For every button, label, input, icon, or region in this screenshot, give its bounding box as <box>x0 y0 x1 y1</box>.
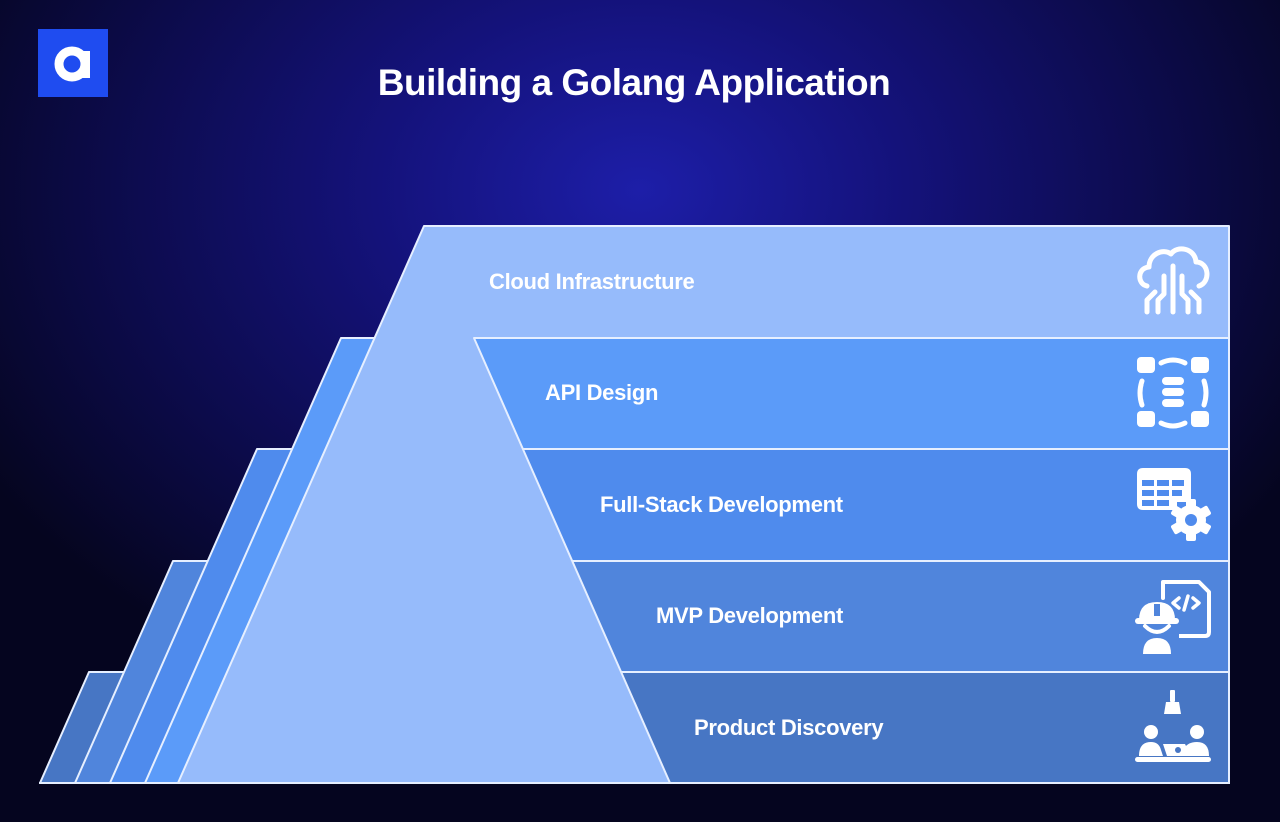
engineer-code-icon <box>1135 580 1211 654</box>
cloud-circuit-icon <box>1137 246 1210 315</box>
layer-label-mvp-development: MVP Development <box>656 603 844 628</box>
layer-label-cloud-infrastructure: Cloud Infrastructure <box>489 269 695 294</box>
brand-logo <box>38 29 108 97</box>
layer-label-api-design: API Design <box>545 380 659 405</box>
brand-logo-icon <box>54 46 90 82</box>
table-gear-icon <box>1137 468 1211 541</box>
layer-label-full-stack-development: Full-Stack Development <box>600 492 843 517</box>
team-meeting-icon <box>1135 690 1211 762</box>
database-network-icon <box>1137 357 1209 429</box>
page-title: Building a Golang Application <box>377 62 891 103</box>
layer-label-product-discovery: Product Discovery <box>694 715 884 740</box>
